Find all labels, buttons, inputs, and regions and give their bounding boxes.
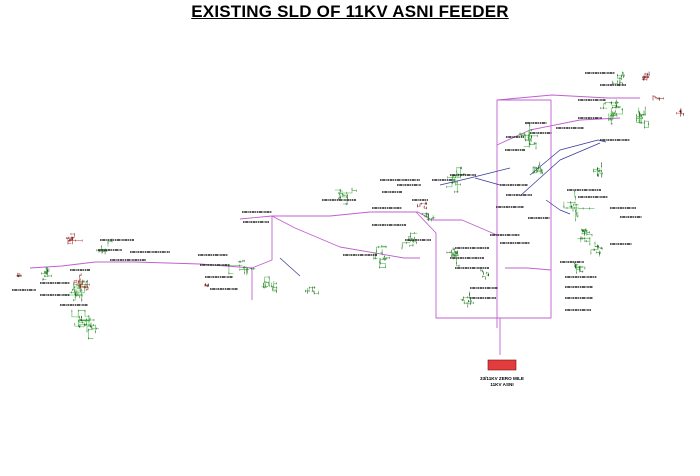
branch-segment — [609, 100, 617, 106]
transformer-labels — [12, 72, 642, 311]
trunk-segment — [271, 215, 420, 259]
branch-segment — [597, 167, 600, 175]
ht-segment — [545, 199, 571, 215]
ht-segment — [439, 167, 511, 186]
branch-segment — [446, 182, 457, 188]
branch-segment — [412, 241, 417, 243]
branch-segment — [44, 269, 50, 275]
branch-segment — [85, 323, 92, 326]
branch-segment — [577, 237, 586, 243]
branch-segment — [643, 76, 649, 80]
branch-segment — [523, 136, 530, 147]
branch-segment — [581, 229, 587, 234]
branch-segment — [600, 102, 612, 109]
branch-segment — [532, 167, 538, 174]
ht-segment — [279, 257, 301, 277]
branch-segment — [407, 232, 418, 238]
lt-branches — [15, 71, 684, 291]
branch-segment — [338, 193, 348, 200]
branch-segment — [342, 198, 348, 205]
branch-segment — [611, 112, 617, 116]
trunk-segment — [496, 94, 640, 101]
branch-segment — [452, 168, 458, 181]
branch-segment — [308, 287, 316, 290]
branch-segment — [42, 278, 47, 280]
branch-segment — [456, 258, 460, 267]
branch-segment — [75, 290, 83, 298]
branch-segment — [88, 329, 94, 339]
ht-segment — [474, 177, 501, 186]
branch-segment — [678, 111, 684, 117]
source-label-line2: 11KV ASNI — [490, 382, 513, 387]
branch-segment — [480, 269, 483, 273]
branch-segment — [73, 280, 78, 284]
ht-segment — [519, 142, 601, 197]
trunk-segment — [505, 267, 552, 271]
branch-segment — [272, 287, 278, 291]
branch-segment — [594, 242, 599, 251]
branch-segment — [417, 203, 424, 207]
trunk-segment — [499, 100, 552, 355]
branch-segment — [576, 209, 579, 217]
trunk-lines — [29, 94, 640, 355]
feeder-branches — [41, 71, 649, 340]
diagram-title: EXISTING SLD OF 11KV ASNI FEEDER — [191, 2, 509, 21]
branch-segment — [305, 290, 310, 293]
branch-segment — [612, 81, 618, 85]
source-substation: 33/11KV ZERO MILE 11KV ASNI — [480, 359, 524, 387]
branch-segment — [590, 249, 598, 254]
branch-segment — [409, 243, 414, 246]
branch-segment — [576, 268, 580, 274]
branch-segment — [639, 120, 649, 128]
ht-lines — [279, 139, 607, 277]
source-label-line1: 33/11KV ZERO MILE — [480, 376, 524, 381]
branch-segment — [451, 251, 457, 260]
branch-segment — [244, 266, 247, 274]
trunk-segment — [417, 211, 498, 236]
branch-segment — [273, 281, 277, 287]
trunk-segment — [415, 211, 500, 319]
branch-segment — [380, 249, 383, 255]
branch-segment — [91, 324, 99, 333]
branch-segment — [470, 300, 474, 304]
branch-segment — [70, 233, 75, 241]
source-substation-box — [487, 359, 517, 371]
trunk-segment — [29, 216, 273, 269]
branch-segment — [526, 122, 531, 137]
branch-segment — [401, 242, 411, 249]
branch-segment — [652, 95, 659, 100]
branch-segment — [467, 302, 471, 307]
branch-segment — [536, 170, 542, 174]
branch-segment — [619, 78, 623, 86]
branch-segment — [593, 168, 598, 172]
branch-segment — [581, 229, 586, 232]
branch-segment — [642, 73, 646, 78]
branch-segment — [574, 191, 576, 201]
ht-segment — [529, 139, 607, 176]
branch-segment — [78, 318, 95, 322]
branch-segment — [264, 276, 270, 283]
branch-segment — [584, 237, 591, 245]
branch-segment — [598, 170, 603, 177]
branch-segment — [423, 206, 427, 209]
branch-segment — [482, 276, 486, 279]
branch-segment — [380, 258, 386, 268]
branch-segment — [529, 140, 537, 149]
branch-segment — [622, 72, 625, 78]
trunk-segment — [239, 211, 418, 220]
